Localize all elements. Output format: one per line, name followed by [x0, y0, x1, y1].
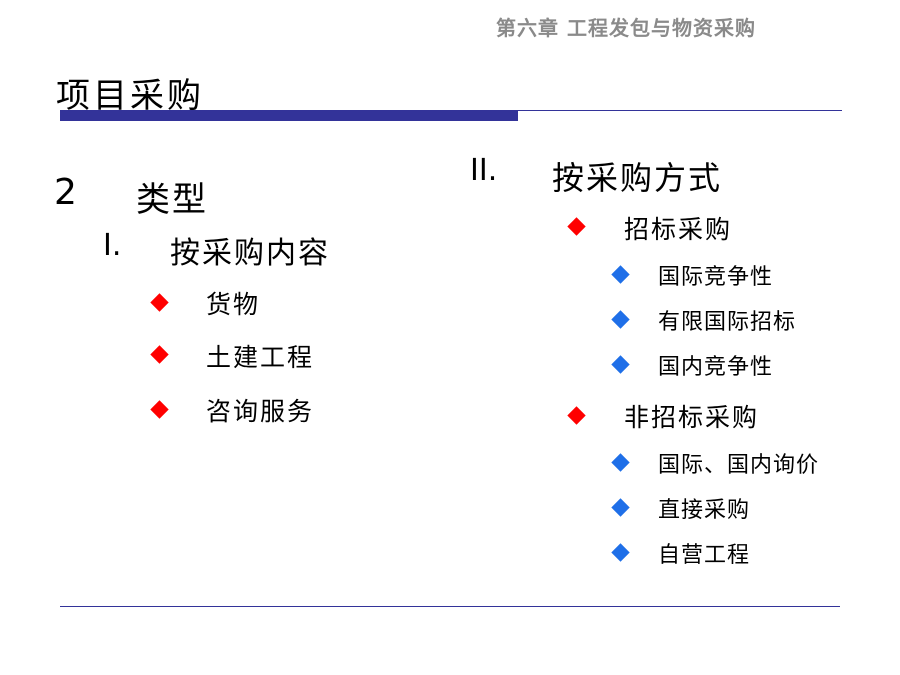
- section-label: 类型: [136, 180, 208, 220]
- blue-diamond-icon: [611, 310, 630, 329]
- blue-diamond-icon: [611, 498, 630, 517]
- list-item: 土建工程: [206, 343, 315, 372]
- list-item: 国内竞争性: [658, 355, 774, 380]
- title-underline-thin: [518, 110, 842, 111]
- method-label: 按采购方式: [552, 159, 723, 197]
- subsection-number: I.: [103, 228, 122, 263]
- group-label: 招标采购: [624, 215, 733, 244]
- list-item: 国际、国内询价: [658, 453, 820, 478]
- red-diamond-icon: [150, 293, 169, 312]
- footer-divider: [60, 606, 840, 607]
- method-number: II.: [470, 153, 498, 188]
- blue-diamond-icon: [611, 355, 630, 374]
- list-item: 货物: [206, 290, 261, 319]
- blue-diamond-icon: [611, 543, 630, 562]
- slide-title: 项目采购: [56, 76, 204, 116]
- red-diamond-icon: [567, 406, 586, 425]
- blue-diamond-icon: [611, 453, 630, 472]
- list-item: 国际竞争性: [658, 265, 774, 290]
- list-item: 有限国际招标: [658, 310, 797, 335]
- list-item: 自营工程: [658, 543, 751, 568]
- red-diamond-icon: [567, 217, 586, 236]
- group-label: 非招标采购: [624, 403, 760, 432]
- red-diamond-icon: [150, 400, 169, 419]
- section-number: 2: [54, 172, 77, 213]
- chapter-header: 第六章 工程发包与物资采购: [496, 16, 756, 40]
- subsection-label: 按采购内容: [170, 236, 330, 271]
- list-item: 直接采购: [658, 498, 751, 523]
- list-item: 咨询服务: [206, 397, 315, 426]
- blue-diamond-icon: [611, 265, 630, 284]
- red-diamond-icon: [150, 345, 169, 364]
- title-underline-thick: [60, 110, 518, 121]
